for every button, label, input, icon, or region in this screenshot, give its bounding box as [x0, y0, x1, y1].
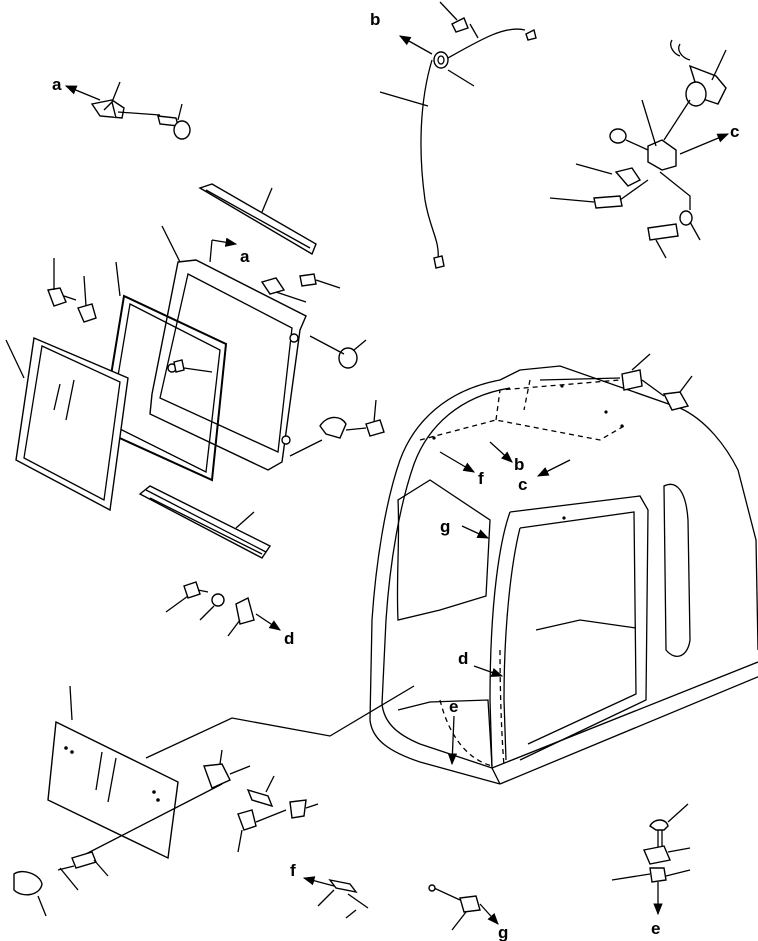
fastener-f — [302, 876, 369, 919]
fasteners-d — [165, 581, 281, 637]
label-c-cab: c — [518, 475, 527, 494]
bracket-assembly-a — [64, 81, 191, 140]
lower-seal-strip — [138, 485, 272, 559]
arrow-f-cab — [439, 451, 476, 473]
label-g-cab: g — [440, 517, 450, 536]
panel-fasteners — [13, 749, 319, 917]
frame-clip — [260, 273, 341, 303]
arrow-e-cab — [447, 715, 458, 766]
label-a-top: a — [52, 75, 62, 94]
label-b-top: b — [370, 10, 380, 29]
label-e-bottom: e — [651, 919, 660, 938]
label-a-frame: a — [240, 247, 250, 266]
frame-cap — [309, 335, 367, 369]
lamp-assembly-c — [549, 39, 730, 259]
arrow-c-cab — [536, 459, 571, 477]
label-b-cab: b — [514, 455, 524, 474]
wire-harness-b — [379, 1, 537, 269]
arrow-g-cab — [461, 525, 490, 539]
panel-leader — [145, 685, 415, 759]
label-f-cab: f — [478, 469, 484, 488]
glass-pane — [5, 337, 129, 512]
lower-panel — [47, 685, 179, 860]
arrow-d-cab — [473, 665, 504, 677]
upper-seal-strip — [198, 183, 317, 256]
arrow-b-cab — [489, 441, 513, 463]
label-e-cab: e — [449, 697, 458, 716]
gasket-fasteners — [47, 258, 97, 323]
operator-cab — [369, 353, 758, 785]
label-c-top: c — [730, 122, 739, 141]
fastener-g — [428, 884, 499, 931]
label-d-mid: d — [284, 629, 294, 648]
window-frame — [149, 225, 307, 471]
label-g-bottom: g — [498, 923, 508, 941]
side-bracket-fasteners — [289, 399, 385, 457]
fastener-e — [611, 803, 691, 916]
label-f-bottom: f — [290, 861, 296, 880]
label-d-cab: d — [458, 649, 468, 668]
